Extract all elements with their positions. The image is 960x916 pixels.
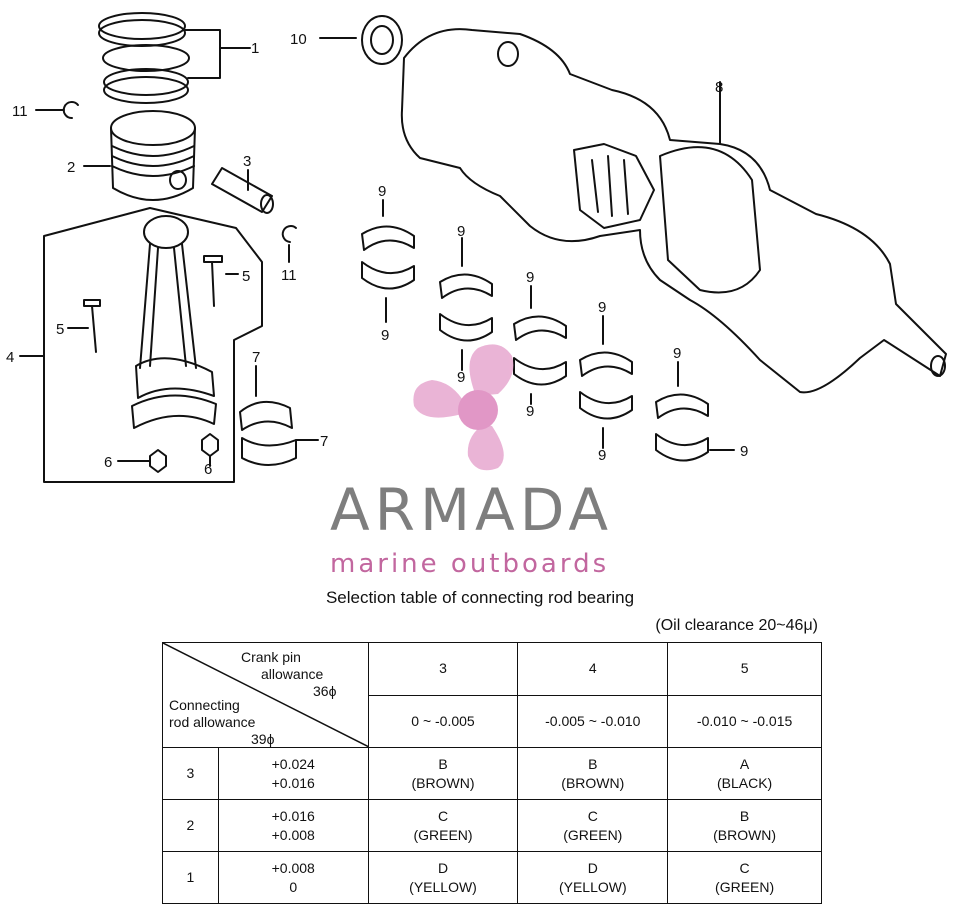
callout-6-left: 6 — [104, 454, 112, 471]
connecting-rod-label: Connecting rod allowance 39ϕ — [169, 697, 275, 747]
column-range: -0.005 ~ -0.010 — [517, 694, 669, 748]
main-bearing-shells — [361, 199, 735, 462]
bearing-cell: B(BROWN) — [367, 747, 519, 800]
parts-exploded-diagram: 1 11 2 3 11 5 5 4 6 6 7 7 10 8 9 9 9 9 9… — [6, 12, 947, 579]
bearing-cell: A(BLACK) — [667, 747, 822, 800]
circlip-right — [281, 225, 297, 263]
oil-seal — [319, 15, 403, 65]
circlip-left — [35, 101, 79, 120]
oil-clearance-note: (Oil clearance 20~46μ) — [655, 617, 818, 634]
bearing-cell: C(GREEN) — [517, 799, 669, 852]
column-id: 5 — [667, 642, 822, 696]
diagonal-divider — [163, 643, 369, 747]
piston — [83, 110, 196, 201]
callout-10: 10 — [290, 31, 307, 48]
callout-9: 9 — [598, 447, 606, 464]
bearing-cell: B(BROWN) — [667, 799, 822, 852]
watermark-tagline: marine outboards — [330, 549, 609, 579]
bearing-cell: C(GREEN) — [367, 799, 519, 852]
callout-7-top: 7 — [252, 349, 260, 366]
bearing-cell: C(GREEN) — [667, 851, 822, 904]
callout-9: 9 — [378, 183, 386, 200]
callout-9: 9 — [673, 345, 681, 362]
table-row: 3 +0.024+0.016 B(BROWN) B(BROWN) A(BLACK… — [162, 747, 822, 800]
callout-4: 4 — [6, 349, 14, 366]
piston-pin — [211, 167, 274, 214]
callout-5-left: 5 — [56, 321, 64, 338]
column-range: 0 ~ -0.005 — [367, 694, 519, 748]
column-id: 4 — [517, 642, 669, 696]
piston-rings — [98, 12, 251, 104]
row-id: 1 — [162, 851, 219, 904]
row-id: 2 — [162, 799, 219, 852]
callout-9: 9 — [740, 443, 748, 460]
crankshaft — [400, 28, 947, 394]
table-title: Selection table of connecting rod bearin… — [325, 588, 635, 607]
callout-labels: 1 11 2 3 11 5 5 4 6 6 7 7 10 8 9 9 9 9 9… — [6, 31, 748, 478]
header-diagonal-cell: Crank pin allowance 36ϕ Connecting rod a… — [162, 642, 369, 748]
row-id: 3 — [162, 747, 219, 800]
rod-group-bracket — [43, 207, 263, 483]
crank-pin-label: Crank pin allowance 36ϕ — [241, 649, 337, 699]
callout-2: 2 — [67, 159, 75, 176]
table-header-row: Crank pin allowance 36ϕ Connecting rod a… — [162, 642, 822, 748]
callout-9: 9 — [457, 369, 465, 386]
callout-9: 9 — [381, 327, 389, 344]
bearing-cell: B(BROWN) — [517, 747, 669, 800]
callout-6-right: 6 — [204, 461, 212, 478]
table-range-row: 0 ~ -0.005 -0.005 ~ -0.010 -0.010 ~ -0.0… — [163, 694, 822, 748]
callout-9: 9 — [526, 403, 534, 420]
callout-7-right: 7 — [320, 433, 328, 450]
callout-9: 9 — [457, 223, 465, 240]
column-range: -0.010 ~ -0.015 — [667, 694, 822, 748]
bearing-cell: D(YELLOW) — [517, 851, 669, 904]
propeller-logo-icon — [413, 344, 514, 471]
bearing-selection-table: Crank pin allowance 36ϕ Connecting rod a… — [162, 642, 822, 904]
row-range: +0.016+0.008 — [217, 799, 369, 852]
callout-1: 1 — [251, 40, 259, 57]
callout-9: 9 — [598, 299, 606, 316]
rod-nuts — [117, 433, 219, 473]
rod-bolts — [67, 255, 239, 353]
callout-11-right: 11 — [281, 267, 297, 284]
table-row: 2 +0.016+0.008 C(GREEN) C(GREEN) B(BROWN… — [162, 799, 822, 852]
callout-9: 9 — [526, 269, 534, 286]
watermark-brand: ARMADA — [330, 476, 613, 544]
callout-3: 3 — [243, 153, 251, 170]
callout-5-right: 5 — [242, 268, 250, 285]
callout-8: 8 — [715, 79, 723, 96]
connecting-rod — [131, 215, 217, 429]
callout-11-left: 11 — [12, 103, 28, 120]
armada-watermark: ARMADA marine outboards — [330, 344, 613, 579]
big-end-bearing — [239, 365, 319, 466]
column-id: 3 — [367, 642, 519, 696]
row-range: +0.024+0.016 — [217, 747, 369, 800]
bearing-cell: D(YELLOW) — [367, 851, 519, 904]
